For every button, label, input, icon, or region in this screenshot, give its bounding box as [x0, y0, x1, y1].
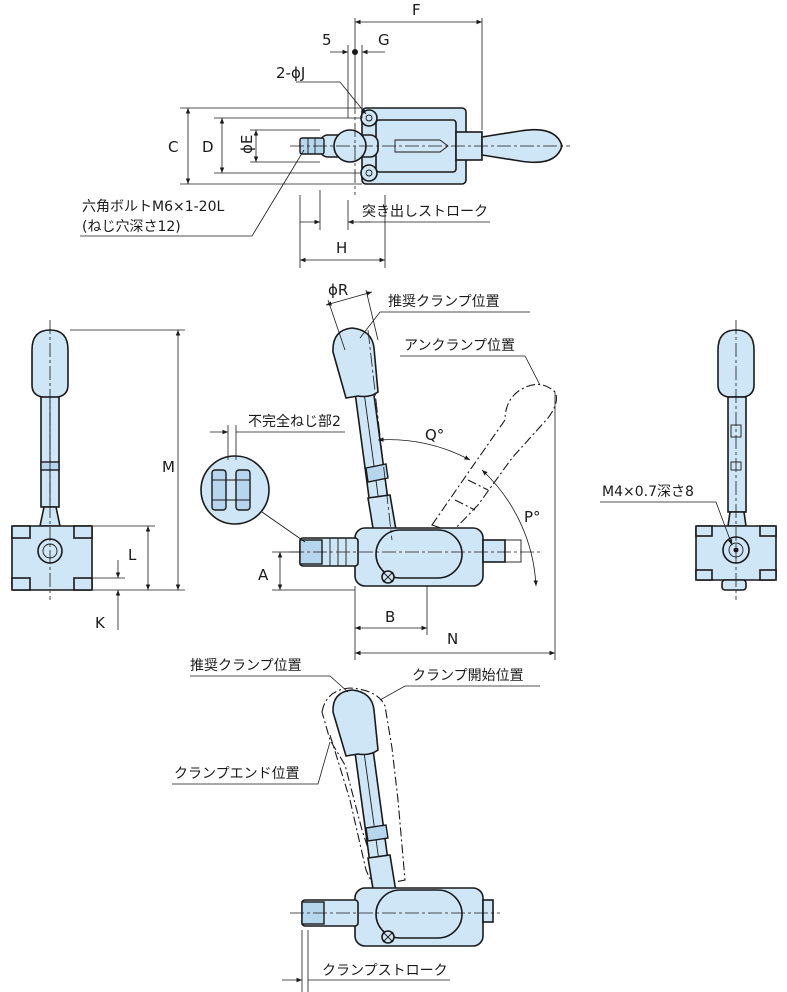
mount-hole-bottom — [360, 164, 378, 182]
dim-K-label: K — [95, 614, 106, 632]
dim-R-label: ϕR — [328, 281, 348, 299]
front-slot — [375, 529, 463, 579]
clamp-stroke-label: クランプストローク — [322, 963, 448, 979]
right-side-view: M4×0.7深さ8 — [600, 320, 777, 600]
front-handle-knob — [332, 327, 379, 399]
dim-E-label: ϕE — [238, 135, 256, 154]
left-side-view: M L K — [11, 320, 185, 632]
dim-F-label: F — [412, 1, 421, 19]
right-handle-knob — [717, 329, 755, 398]
dim-L-label: L — [128, 546, 137, 564]
left-handle-knob — [31, 329, 69, 446]
incomplete-thread-label: 不完全ねじ部2 — [248, 413, 341, 430]
clamp-end-ghost — [329, 734, 377, 893]
thread-detail-circle — [200, 455, 270, 525]
dim-D-label: D — [202, 138, 214, 156]
mount-hole-top — [360, 109, 378, 127]
right-handle-shaft — [727, 396, 747, 513]
dim-5-label: 5 — [322, 31, 332, 49]
clamp-end-label: クランプエンド位置 — [174, 766, 300, 782]
dim-P-label: P° — [524, 508, 541, 526]
dim-G-label: G — [378, 31, 390, 49]
dim-H-label: H — [336, 239, 347, 257]
dim-N-label: N — [447, 630, 458, 648]
dim-M-label: M — [162, 458, 175, 476]
dim-B-label: B — [385, 608, 395, 626]
bottom-view: 推奨クランプ位置 クランプ開始位置 クランプエンド位置 クランプストローク — [172, 658, 540, 992]
front-view: 不完全ねじ部2 ϕR 推奨クランプ位置 アンクランプ位置 Q° P° A B N — [200, 281, 557, 660]
clamp-start-label: クランプ開始位置 — [412, 668, 524, 684]
unclamp-label: アンクランプ位置 — [404, 338, 515, 354]
clamp-start-ghost — [321, 687, 406, 886]
tap-hole-label: M4×0.7深さ8 — [602, 484, 694, 500]
hex-bolt-label-2: (ねじ穴深さ12) — [82, 219, 181, 235]
recommended-clamp-label-2: 推奨クランプ位置 — [190, 658, 302, 674]
recommended-clamp-label: 推奨クランプ位置 — [388, 294, 500, 310]
dim-J-label: 2-ϕJ — [276, 64, 305, 82]
dim-C-label: C — [168, 138, 178, 156]
hex-bolt-label-1: 六角ボルトM6×1-20L — [82, 199, 224, 215]
unclamp-ghost — [431, 383, 557, 533]
dim-Q-label: Q° — [425, 426, 444, 444]
dim-A-label: A — [258, 566, 269, 584]
bottom-handle-knob — [332, 689, 379, 757]
top-view: F 5 G 2-ϕJ C D ϕE 六角ボルトM6×1-20L (ねじ穴深さ12… — [80, 1, 570, 268]
stroke-out-label: 突き出しストローク — [362, 204, 488, 220]
